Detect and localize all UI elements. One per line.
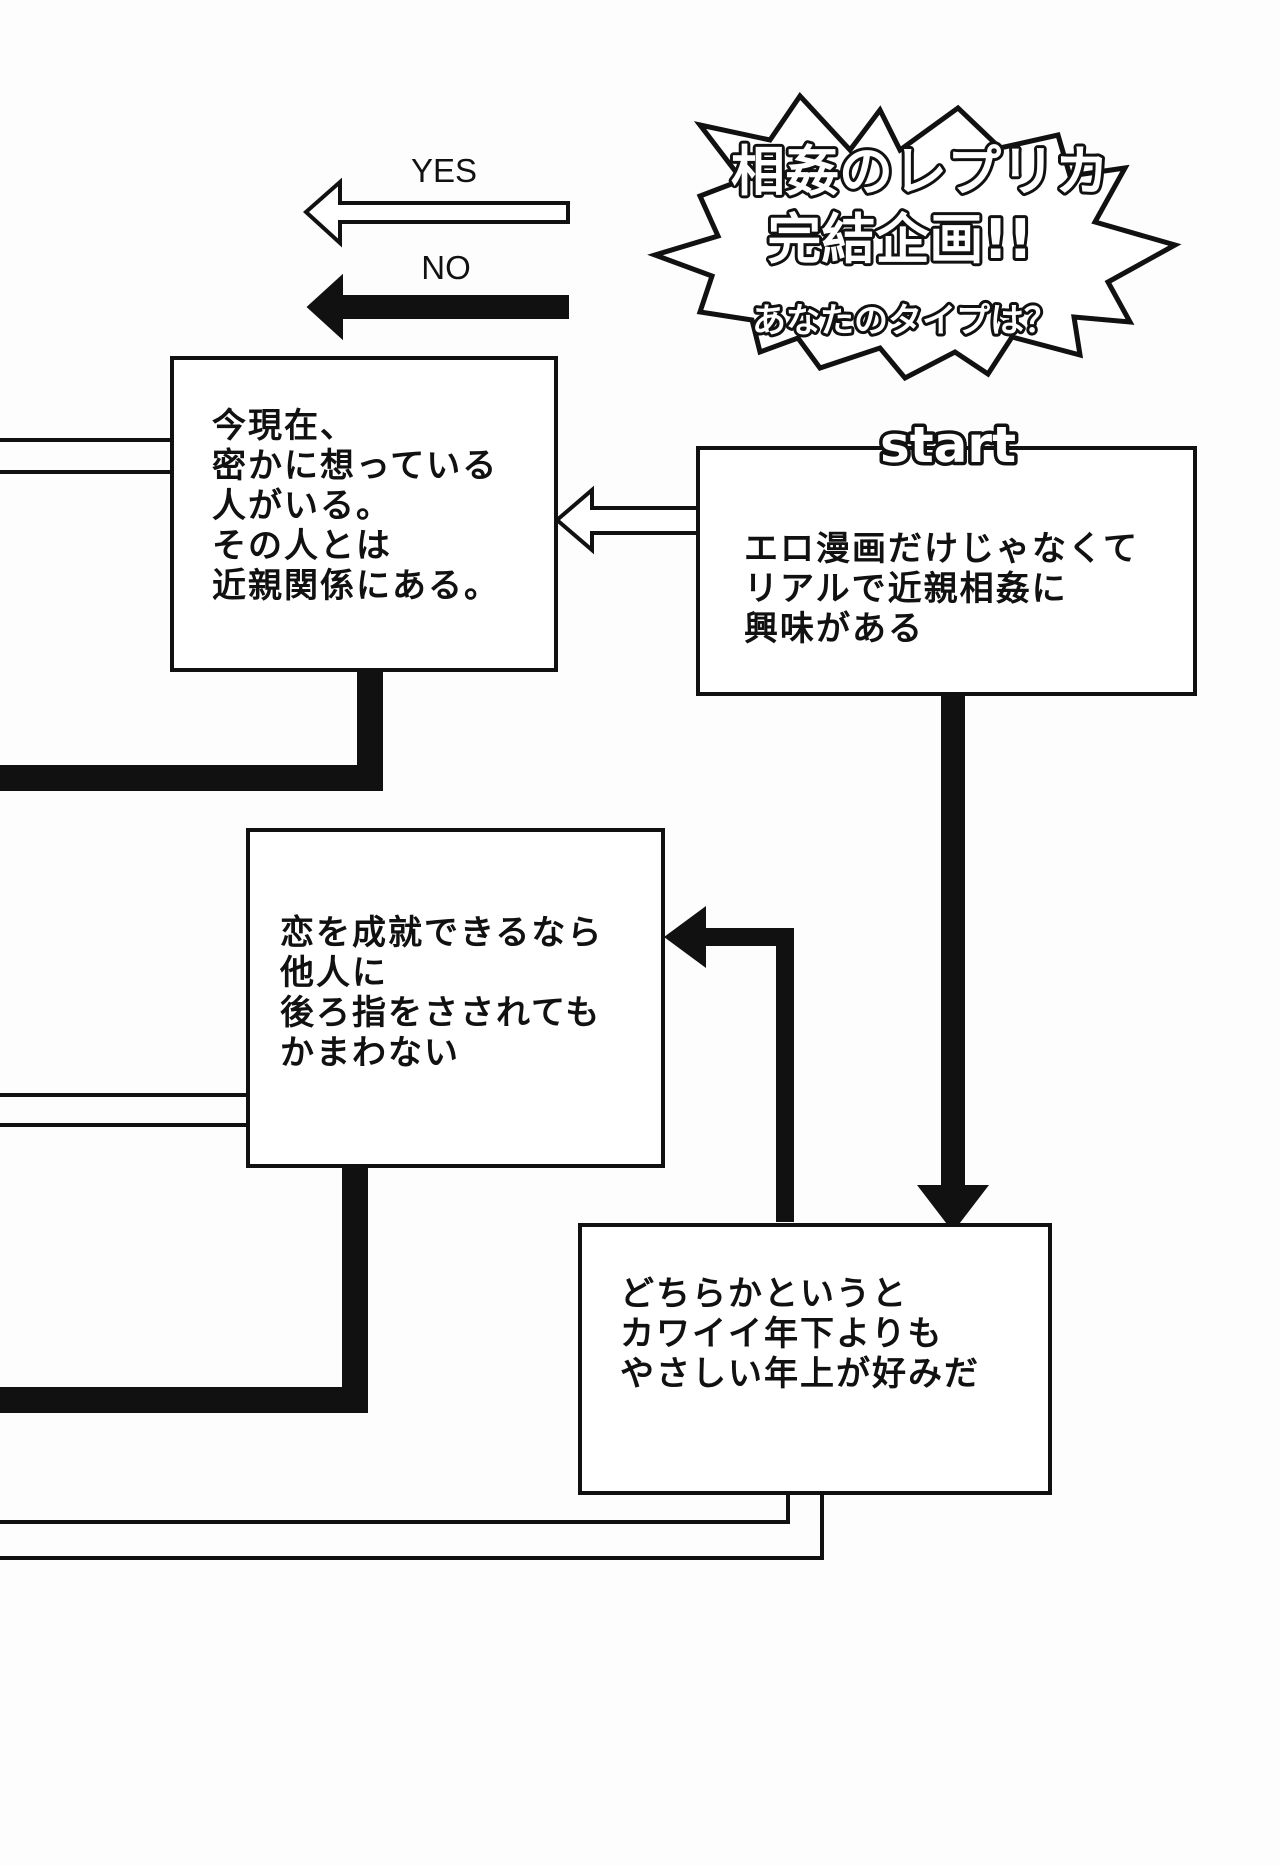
title-line-3: あなたのタイプは？ bbox=[752, 301, 1058, 341]
no-arrow-start-to-older bbox=[917, 695, 989, 1232]
secret-love-text: 今現在、 密かに想っている 人がいる。 その人とは 近親関係にある。 bbox=[212, 406, 512, 606]
yes-line-secret-to-left bbox=[0, 438, 172, 474]
lines-older-to-left bbox=[0, 1495, 824, 1560]
start-question-text: エロ漫画だけじゃなくて リアルで近親相姦に 興味がある bbox=[744, 529, 1153, 649]
start-label: start bbox=[880, 416, 1016, 474]
love-fulfilled-text: 恋を成就できるなら 他人に 後ろ指をさされても かまわない bbox=[279, 913, 617, 1073]
node-secret-love: 今現在、 密かに想っている 人がいる。 その人とは 近親関係にある。 bbox=[170, 356, 558, 672]
yes-arrow-start-to-secret bbox=[553, 485, 700, 555]
legend-yes-label: YES bbox=[411, 152, 477, 189]
legend-yes-arrow bbox=[303, 177, 570, 248]
title-line-2: 完結企画!! bbox=[767, 208, 1032, 271]
legend-no-label: NO bbox=[421, 249, 471, 286]
node-older-younger: どちらかというと カワイイ年下よりも やさしい年上が好みだ bbox=[578, 1223, 1052, 1495]
older-younger-text: どちらかというと カワイイ年下よりも やさしい年上が好みだ bbox=[620, 1274, 980, 1394]
burst-shape bbox=[647, 91, 1182, 382]
title-burst: 相姦のレプリカ 完結企画!! あなたのタイプは？ bbox=[647, 91, 1182, 382]
node-love-fulfilled: 恋を成就できるなら 他人に 後ろ指をさされても かまわない bbox=[246, 828, 665, 1168]
connectors bbox=[0, 438, 989, 1560]
legend: YES NO bbox=[303, 152, 570, 341]
yes-line-love-to-left bbox=[0, 1093, 248, 1127]
no-arrow-older-to-love bbox=[664, 906, 794, 1222]
legend-no-arrow bbox=[306, 273, 569, 341]
no-line-love-to-left bbox=[0, 1168, 368, 1413]
title-line-1: 相姦のレプリカ bbox=[731, 140, 1109, 203]
no-line-secret-to-left bbox=[0, 670, 383, 791]
node-start-question: start エロ漫画だけじゃなくて リアルで近親相姦に 興味がある bbox=[696, 413, 1197, 696]
